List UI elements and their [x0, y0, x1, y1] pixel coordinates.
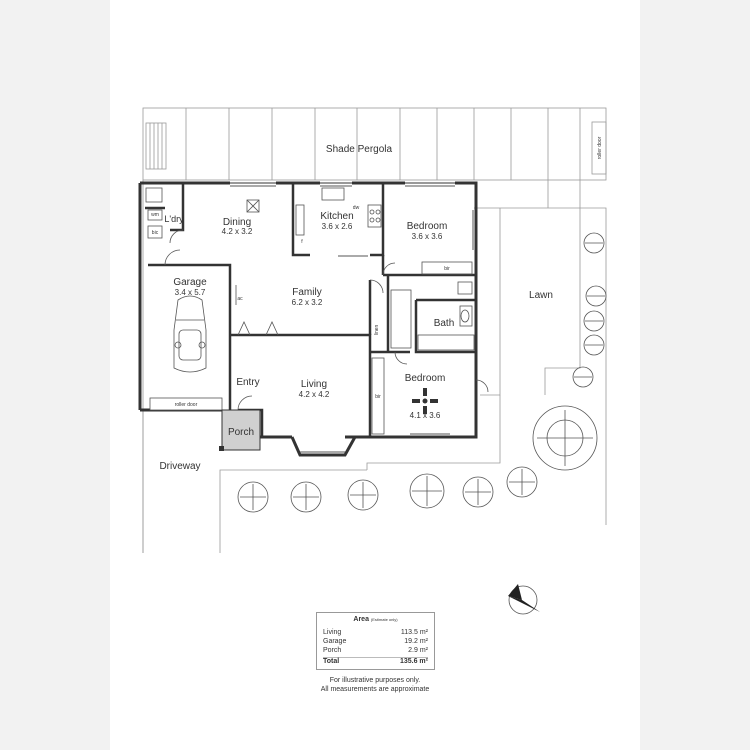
area-title-text: Area [353, 616, 369, 623]
fridge-label: f [301, 239, 303, 245]
bedroom2-label: Bedroom [405, 373, 446, 384]
area-row: Garage 19.2 m² [323, 638, 428, 647]
shade-pergola-label: Shade Pergola [326, 144, 393, 155]
living-size: 4.2 x 4.2 [299, 390, 330, 399]
area-total-row: Total 135.6 m² [323, 657, 428, 667]
linen-label: linen [374, 325, 380, 336]
area-row: Porch 2.9 m² [323, 647, 428, 656]
car-icon [173, 295, 207, 373]
area-title: Area (Estimate only) [317, 616, 434, 623]
porch-area [221, 409, 261, 451]
ceiling-fan-icon [412, 388, 438, 414]
bath-label: Bath [434, 318, 455, 329]
garage-roller-door-label: roller door [175, 402, 198, 408]
dw-label: dw [353, 205, 360, 211]
area-row-name: Living [323, 629, 342, 636]
dining-size: 4.2 x 3.2 [222, 227, 253, 236]
area-row-name: Porch [323, 647, 342, 654]
interior-walls [145, 183, 476, 437]
disclaimer: For illustrative purposes only. All meas… [300, 676, 450, 694]
bic-label: bic [152, 230, 159, 236]
wm-label: wm [151, 212, 159, 218]
tree-icons [237, 232, 607, 513]
fixtures [145, 187, 475, 435]
bedroom2-size: 4.1 x 3.6 [410, 411, 441, 420]
garage-roller-door [149, 397, 223, 411]
family-label: Family [292, 287, 321, 298]
kitchen-label: Kitchen [320, 211, 353, 222]
area-row-name: Garage [323, 638, 347, 645]
driveway-label: Driveway [159, 461, 200, 472]
ac-label: ac [237, 296, 243, 302]
porch-label: Porch [228, 427, 254, 438]
north-arrow-icon [508, 584, 540, 615]
yard-boundaries [142, 180, 607, 553]
laundry-label: L'dry [164, 214, 184, 224]
area-row-value: 2.9 m² [408, 647, 428, 654]
area-total-value: 135.6 m² [399, 658, 428, 665]
bir2-label: bir [375, 394, 381, 400]
bedroom1-label: Bedroom [407, 221, 448, 232]
area-table: Area (Estimate only) Living 113.5 m² Gar… [316, 612, 435, 670]
kitchen-size: 3.6 x 2.6 [322, 222, 353, 231]
disclaimer-line-2: All measurements are approximate [320, 686, 430, 693]
living-label: Living [301, 379, 327, 390]
door-swings [164, 229, 489, 411]
area-subtitle: (Estimate only) [370, 617, 398, 622]
garage-label: Garage [173, 277, 207, 288]
garage-size: 3.4 x 5.7 [175, 288, 206, 297]
bedroom1-size: 3.6 x 3.6 [412, 232, 443, 241]
area-row-value: 113.5 m² [400, 629, 428, 636]
area-row: Living 113.5 m² [323, 629, 428, 638]
family-size: 6.2 x 3.2 [292, 298, 323, 307]
entry-label: Entry [236, 377, 259, 388]
pergola [142, 107, 607, 208]
dining-label: Dining [223, 217, 251, 228]
bir1-label: bir [444, 266, 450, 272]
disclaimer-line-1: For illustrative purposes only. [329, 677, 421, 684]
windows [230, 185, 474, 453]
lawn-label: Lawn [529, 290, 553, 301]
area-row-value: 19.2 m² [404, 638, 428, 645]
porch-post [219, 446, 224, 451]
roller-door-right-label: roller door [597, 136, 603, 159]
area-total-name: Total [323, 658, 340, 665]
